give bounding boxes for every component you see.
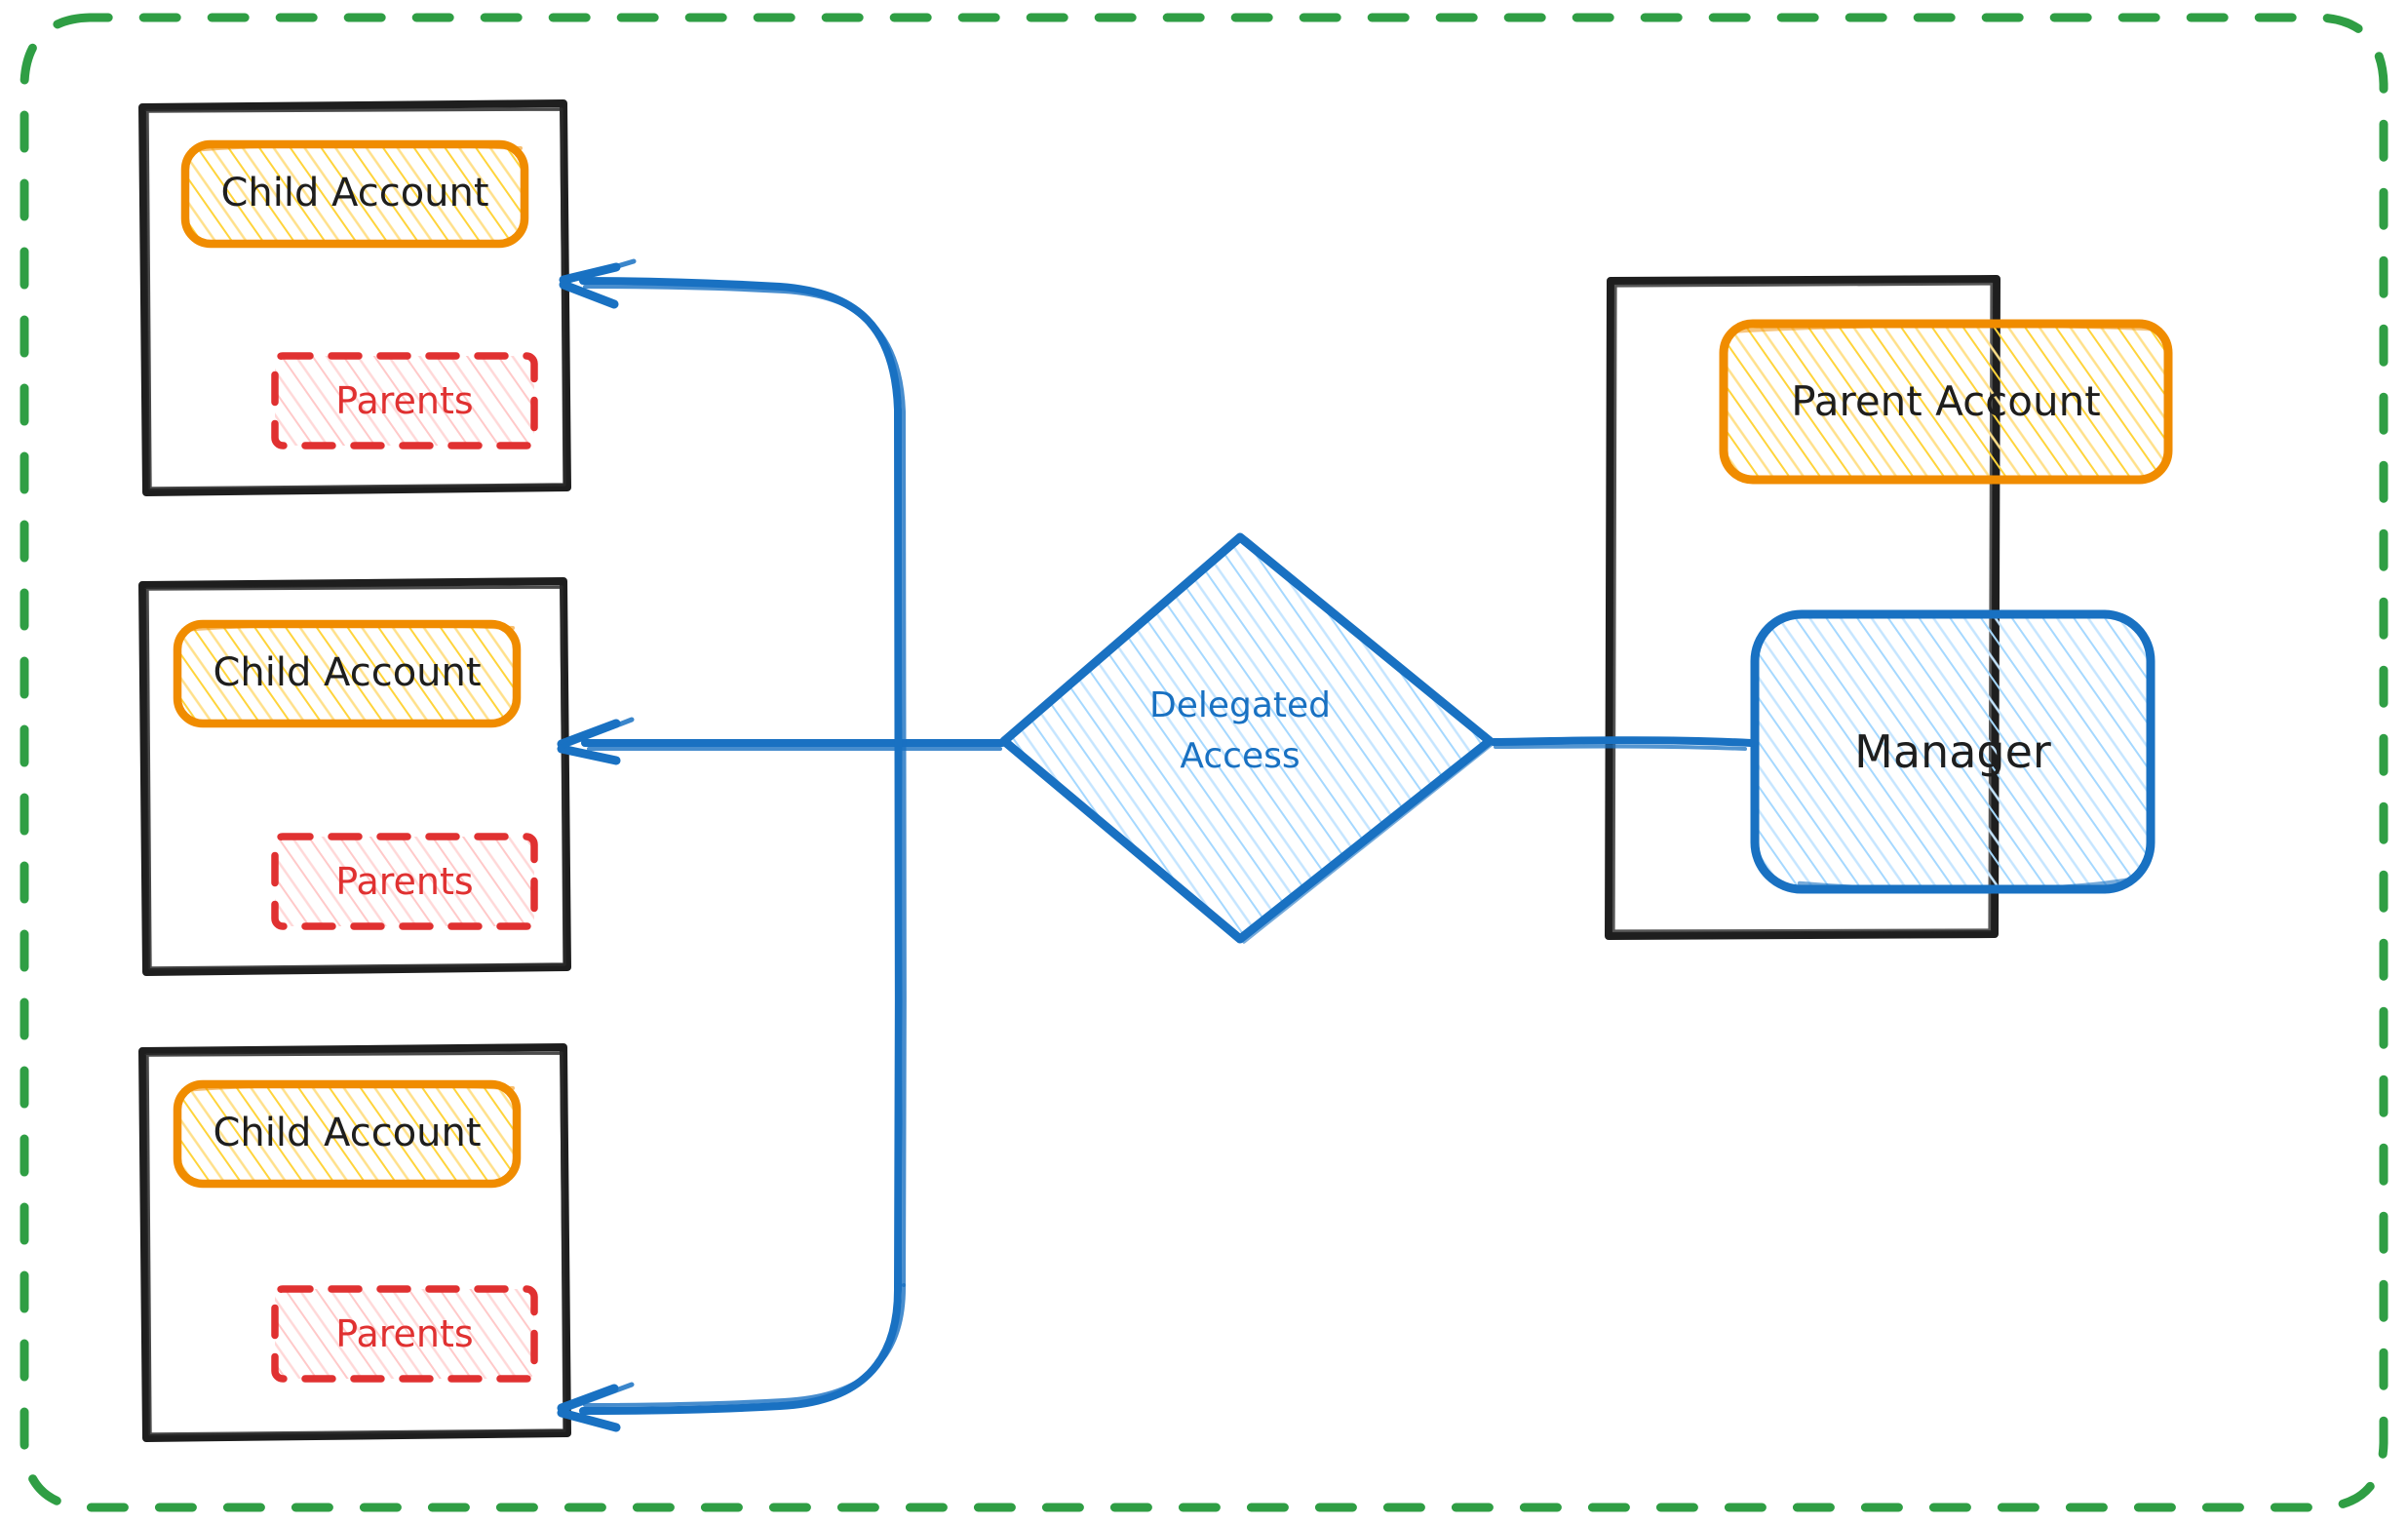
- arrowhead-to-child-2: [557, 717, 635, 765]
- child-account-box-3[interactable]: [173, 1079, 522, 1189]
- connector-manager-to-delegated: [1490, 736, 1755, 751]
- arrowhead-to-child-1: [559, 258, 637, 309]
- child-account-frame-3[interactable]: [138, 1043, 571, 1442]
- connector-trunk: [579, 277, 1006, 1415]
- child-account-box-1[interactable]: [180, 139, 529, 249]
- parent-account-frame[interactable]: [1605, 275, 2000, 940]
- organization-boundary: [19, 13, 2389, 1512]
- manager-box[interactable]: [1750, 609, 2156, 894]
- parent-account-box[interactable]: [1719, 319, 2173, 485]
- delegated-access-diamond[interactable]: [999, 532, 1496, 944]
- child-account-frame-2[interactable]: [138, 577, 571, 976]
- child-account-box-2[interactable]: [173, 619, 522, 728]
- parents-box-1[interactable]: [271, 352, 538, 449]
- arrowhead-to-child-3: [557, 1382, 635, 1432]
- parents-box-2[interactable]: [271, 833, 538, 930]
- child-account-frame-1[interactable]: [138, 99, 571, 496]
- parents-box-3[interactable]: [271, 1285, 538, 1383]
